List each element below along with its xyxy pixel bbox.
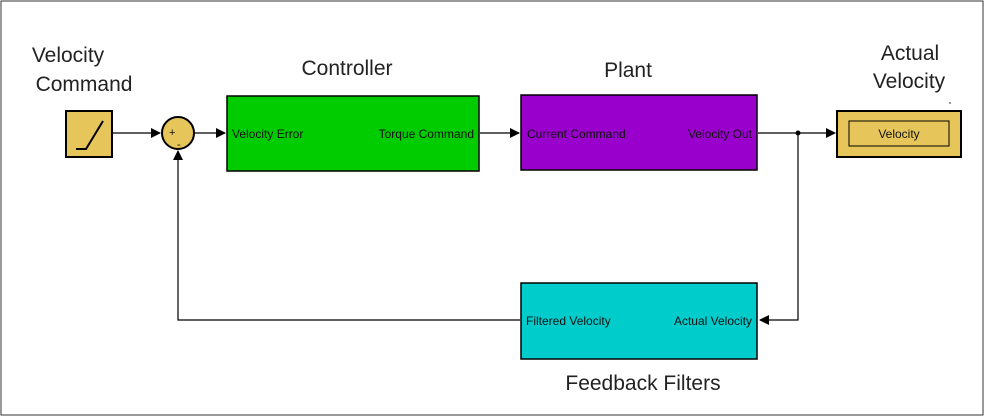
plant-block[interactable]: Current Command Velocity Out bbox=[520, 94, 758, 171]
signal-feedback-to-sum[interactable] bbox=[173, 150, 520, 321]
display-velocity-label: Velocity bbox=[878, 127, 919, 141]
sum-minus-sign: - bbox=[177, 139, 181, 151]
actual-velocity-display-block[interactable]: Velocity bbox=[836, 110, 962, 158]
feedback-filters-title: Feedback Filters bbox=[565, 372, 720, 395]
plant-block-body[interactable] bbox=[520, 94, 758, 171]
feedback-input-port-label: Actual Velocity bbox=[674, 314, 752, 328]
plant-input-port-label: Current Command bbox=[527, 127, 626, 141]
sum-block[interactable]: + - bbox=[161, 116, 195, 151]
velocity-command-label-line1: Velocity bbox=[32, 44, 105, 67]
feedback-filters-block[interactable]: Filtered Velocity Actual Velocity bbox=[520, 282, 758, 360]
plant-output-port-label: Velocity Out bbox=[688, 127, 753, 141]
feedback-output-port-label: Filtered Velocity bbox=[526, 314, 611, 328]
sum-circle[interactable] bbox=[161, 116, 195, 150]
controller-input-port-label: Velocity Error bbox=[232, 127, 303, 141]
sum-plus-sign: + bbox=[169, 127, 175, 139]
actual-velocity-label-line2: Velocity bbox=[873, 70, 946, 93]
velocity-command-label-line2: Command bbox=[36, 73, 133, 96]
tiny-dot-decoration bbox=[949, 102, 951, 104]
controller-block[interactable]: Velocity Error Torque Command bbox=[226, 95, 480, 172]
display-block-body[interactable] bbox=[836, 110, 962, 158]
source-block-body[interactable] bbox=[65, 110, 113, 158]
plant-title: Plant bbox=[604, 59, 652, 82]
controller-block-body[interactable] bbox=[226, 95, 480, 172]
actual-velocity-label-line1: Actual bbox=[881, 42, 939, 65]
controller-output-port-label: Torque Command bbox=[379, 127, 474, 141]
display-inner-frame bbox=[848, 120, 950, 147]
controller-title: Controller bbox=[301, 57, 392, 80]
signal-branch-to-feedback[interactable] bbox=[759, 133, 799, 325]
ramp-icon bbox=[76, 120, 104, 150]
feedback-block-body[interactable] bbox=[520, 282, 758, 360]
velocity-command-source-block[interactable] bbox=[65, 110, 113, 158]
